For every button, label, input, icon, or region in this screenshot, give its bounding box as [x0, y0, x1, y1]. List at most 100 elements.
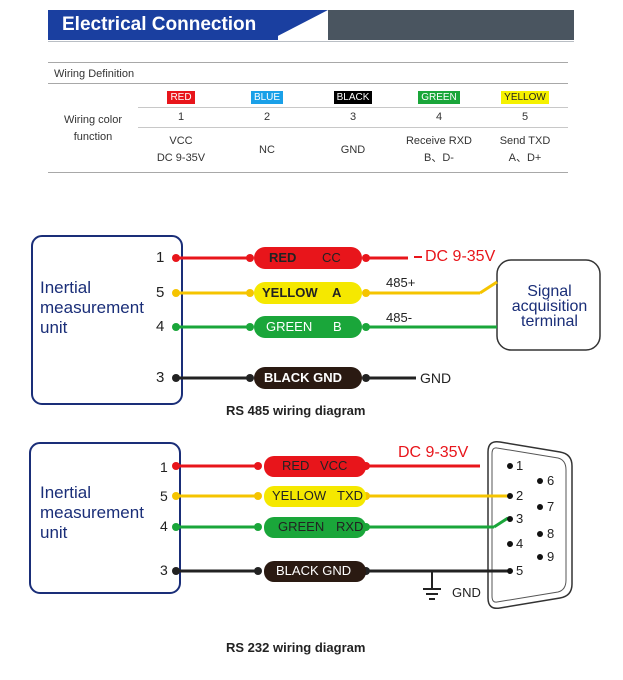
table-line	[138, 127, 568, 128]
row-label: Wiring color function	[48, 112, 138, 146]
db9-pin-9: 9	[547, 549, 555, 564]
rs232-pill-red	[264, 456, 366, 477]
db9-pin-2: 2	[516, 488, 524, 503]
rs485-wire-black	[172, 374, 416, 382]
db9-pin-7: 7	[547, 499, 555, 514]
rs232-pill-yellow	[264, 486, 366, 507]
function-line2: DC 9-35V	[156, 152, 206, 164]
db9-connector	[487, 440, 573, 610]
rs232-pin-1: 1	[160, 459, 168, 475]
index-cell: 2	[263, 111, 271, 123]
rs485-pill-black	[254, 367, 362, 389]
table-bottom-line	[48, 172, 568, 173]
rs485-a-label: 485+	[386, 275, 416, 290]
color-cell: GREEN	[396, 89, 482, 106]
rs232-power-label: DC 9-35V	[398, 444, 469, 461]
rs485-pin-4: 4	[156, 318, 165, 335]
rs232-device-label: Inertial measurement unit	[40, 483, 144, 543]
header-blue-slant	[270, 10, 328, 40]
rs485-caption: RS 485 wiring diagram	[226, 403, 366, 418]
signal-terminal-label: Signal acquisition terminal	[498, 283, 601, 330]
rs232-caption: RS 232 wiring diagram	[226, 640, 366, 655]
power-dash	[414, 255, 422, 258]
rs485-power-label-text: DC 9-35V	[425, 248, 496, 265]
function-line2: A、D+	[508, 152, 542, 164]
function-cell: GND	[310, 142, 396, 159]
rs232-gnd-label: GND	[452, 585, 481, 600]
rs232-device-label-line2: measurement	[40, 503, 144, 522]
function-cell: VCC DC 9-35V	[138, 133, 224, 167]
rs232-pill-yellow-label-b: TXD	[337, 488, 363, 503]
rs232-wire-yellow	[172, 492, 508, 500]
db9-inner-shell	[491, 447, 567, 603]
color-cell: RED	[138, 89, 224, 106]
rs485-pill-green	[254, 316, 362, 338]
index-cell: 3	[349, 111, 357, 123]
rs232-pill-red-label-b: VCC	[320, 458, 348, 473]
db9-pin-dots	[507, 463, 543, 574]
rs485-wire-green	[172, 323, 497, 331]
function-line1: Receive RXD	[405, 135, 473, 147]
rs485-power-label: DC 9-35V	[414, 248, 495, 266]
rs485-pill-green-label-b: B	[333, 319, 342, 334]
section-title: Electrical Connection	[62, 14, 257, 35]
terminal-label-line1: Signal	[527, 283, 572, 300]
header-gray-band	[328, 10, 574, 40]
rs232-device-label-line1: Inertial	[40, 483, 92, 502]
function-line1: Send TXD	[499, 135, 551, 147]
header-blue-band	[48, 10, 278, 40]
rs485-pill-black-label: BLACK GND	[264, 370, 342, 385]
function-line1: NC	[259, 144, 275, 156]
rs232-device-label-line3: unit	[40, 523, 68, 542]
section-header: Electrical Connection	[48, 10, 574, 40]
rs232-pill-red-label-a: RED	[282, 458, 310, 473]
rs232-imu-box	[29, 442, 181, 594]
function-line1: VCC	[169, 135, 193, 147]
rs485-device-label-line2: measurement	[40, 298, 144, 317]
signal-terminal-box	[496, 259, 601, 351]
table-title: Wiring Definition	[48, 62, 568, 84]
terminal-label-line2: acquisition	[511, 298, 588, 315]
function-cell: NC	[224, 142, 310, 159]
rs485-pill-green-label-a: GREEN	[266, 319, 313, 334]
terminal-label-line3: terminal	[521, 313, 578, 330]
db9-pin-4: 4	[516, 536, 524, 551]
rs232-pill-yellow-label-a: YELLOW	[272, 488, 327, 503]
db9-pin-1: 1	[516, 458, 524, 473]
header-rule	[48, 41, 574, 42]
rs485-device-label-line3: unit	[40, 318, 68, 337]
rs232-pill-black-label: BLACK GND	[276, 563, 352, 578]
rs232-pill-green-label-a: GREEN	[278, 519, 325, 534]
rs232-pill-black	[264, 561, 366, 582]
rs485-device-label-line1: Inertial	[40, 278, 92, 297]
rs232-pill-green-label-b: RXD	[336, 519, 364, 534]
color-chip: GREEN	[418, 91, 460, 104]
rs485-pill-red-label-a: RED	[269, 250, 297, 265]
rs485-imu-box	[31, 235, 183, 405]
rs485-pill-red	[254, 247, 362, 269]
db9-pin-3: 3	[516, 511, 524, 526]
color-chip: RED	[167, 91, 195, 104]
index-cell: 4	[435, 111, 443, 123]
function-line2: B、D-	[424, 152, 454, 164]
function-cell: Send TXD A、D+	[482, 133, 568, 167]
rs232-pin-3: 3	[160, 562, 168, 578]
ground-symbol	[423, 571, 441, 600]
rs485-gnd-label: GND	[420, 370, 452, 386]
db9-pin-5: 5	[516, 563, 524, 578]
rs232-pin-4: 4	[160, 518, 168, 534]
color-chip: BLUE	[250, 91, 284, 104]
function-cell: Receive RXD B、D-	[396, 133, 482, 167]
rs485-wire-yellow	[172, 280, 498, 297]
color-cell: BLUE	[224, 89, 310, 106]
rs485-pin-3: 3	[156, 369, 165, 386]
rs232-pin-5: 5	[160, 488, 168, 504]
index-cell: 5	[521, 111, 529, 123]
rs485-pill-yellow-label-b: A	[332, 285, 342, 300]
color-cell: YELLOW	[482, 89, 568, 106]
rs232-pill-green	[264, 517, 366, 538]
index-cell: 1	[177, 111, 185, 123]
rs485-pill-yellow-label-a: YELLOW	[262, 285, 318, 300]
rs485-pin-5: 5	[156, 284, 165, 301]
